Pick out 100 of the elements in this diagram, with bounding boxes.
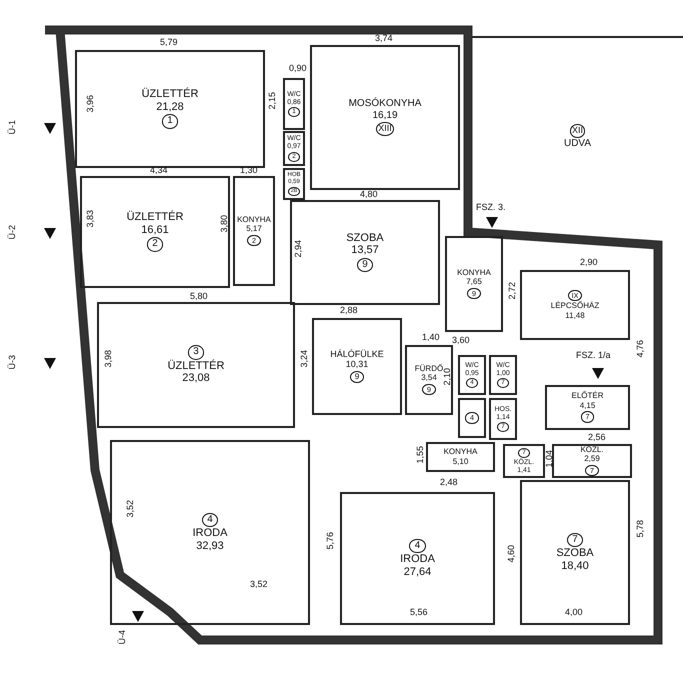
room-label: 5,17 (246, 225, 262, 234)
dimension-label: 2,10 (443, 368, 452, 386)
room-label: 16,19 (372, 110, 398, 122)
dimension-label: 2,72 (508, 282, 517, 300)
room (290, 200, 440, 305)
room-number: XIII (376, 122, 394, 136)
room (283, 78, 305, 130)
dimension-label: 4,80 (360, 190, 378, 199)
dimension-label: 5,80 (190, 292, 208, 301)
room (75, 50, 265, 168)
dimension-label: 1,30 (240, 166, 258, 175)
room-label: 5,10 (452, 458, 468, 466)
dimension-label: 3,24 (300, 350, 309, 368)
dimension-label: 1,40 (422, 333, 440, 342)
room-label: KONYHA (444, 448, 478, 456)
room-label: ÜZLETTÉR (168, 360, 224, 372)
room (405, 345, 453, 415)
room (503, 444, 545, 478)
room-label: 23,08 (182, 373, 210, 385)
room (233, 176, 275, 286)
room-label: 16,61 (141, 224, 169, 236)
room (283, 168, 305, 200)
room-label: 18,40 (561, 560, 589, 572)
room-number: 9 (350, 370, 364, 384)
room-label: 27,64 (404, 566, 432, 578)
room (110, 440, 310, 625)
room-label: FÜRDŐ (414, 364, 444, 374)
dimension-label: 4,60 (507, 545, 516, 563)
room-label: 32,93 (196, 540, 224, 552)
room-number: 4 (409, 538, 426, 554)
room-label: IRODA (400, 554, 435, 566)
room (458, 398, 486, 438)
room-label: MOSÓKONYHA (348, 99, 422, 110)
dimension-label: 3,52 (250, 580, 268, 589)
dimension-label: 1,04 (545, 450, 554, 468)
room-label: 21,28 (156, 102, 184, 114)
room-label: ÜZLETTÉR (126, 212, 184, 224)
room-label: KONYHA (457, 268, 491, 278)
room (312, 318, 402, 415)
dimension-label: 3,80 (220, 215, 229, 233)
dimension-label: FSZ. 3. (476, 203, 506, 212)
room-label: LÉPCSŐHÁZ (550, 302, 600, 311)
dimension-label: Ü-3 (8, 355, 17, 370)
dimension-label: 2,15 (268, 92, 277, 110)
room (97, 302, 295, 428)
room-label: KONYHA (237, 216, 271, 224)
room-number: 2 (146, 237, 164, 252)
room (552, 444, 632, 478)
dimension-label: 4,00 (565, 608, 583, 617)
room-number: 7 (566, 532, 584, 548)
room-label: HÁLÓFÜLKE (330, 350, 384, 360)
room-label: 11,48 (565, 312, 585, 320)
room (520, 270, 630, 340)
dimension-label: 2,56 (588, 433, 606, 442)
dimension-label: Ü-2 (8, 225, 17, 240)
room-label: ELŐTÉR (571, 392, 604, 401)
room (489, 355, 517, 395)
dimension-label: FSZ. 1/a (576, 351, 611, 360)
room-label: SZOBA (556, 548, 594, 560)
room-label: 4,15 (580, 402, 596, 410)
dimension-label: 4,76 (636, 340, 645, 358)
room (310, 45, 460, 190)
dimension-label: 0,90 (289, 64, 307, 73)
room (520, 480, 630, 625)
room-label: IRODA (192, 528, 228, 540)
room (545, 385, 630, 430)
room (80, 176, 230, 288)
room (283, 131, 305, 166)
room-number: 1 (162, 114, 178, 129)
room-label: SZOBA (346, 232, 384, 244)
dimension-label: 2,90 (580, 258, 598, 267)
room-label: 10,31 (346, 360, 368, 370)
room (340, 492, 495, 625)
room-label: 13,57 (351, 245, 379, 257)
room (445, 236, 503, 332)
dimension-label: 5,76 (326, 532, 335, 550)
dimension-label: 4,34 (150, 166, 168, 175)
dimension-label: 3,98 (104, 350, 113, 368)
room-label: 7,65 (466, 278, 482, 287)
dimension-label: 3,96 (86, 95, 95, 113)
room-label: ÜZLETTÉR (142, 89, 198, 101)
dimension-label: 2,48 (440, 478, 458, 487)
room-number: XII (570, 124, 586, 138)
dimension-label: 3,52 (126, 500, 135, 518)
room-label: UDVA (564, 139, 592, 150)
room-label: 2,59 (584, 455, 600, 464)
room (426, 442, 495, 472)
dimension-label: Ü-1 (8, 120, 17, 135)
dimension-label: 5,56 (410, 608, 428, 617)
dimension-label: 3,83 (86, 210, 95, 228)
dimension-label: 2,94 (294, 240, 303, 258)
dimension-label: 3,60 (452, 336, 470, 345)
room-label: 3,54 (421, 374, 437, 383)
room (458, 355, 486, 395)
dimension-label: Ü-4 (118, 630, 127, 645)
dimension-label: 2,88 (340, 306, 358, 315)
room-number: 4 (202, 512, 218, 528)
room-number: 3 (188, 345, 204, 360)
room (489, 398, 517, 440)
room-number: 9 (356, 258, 374, 272)
